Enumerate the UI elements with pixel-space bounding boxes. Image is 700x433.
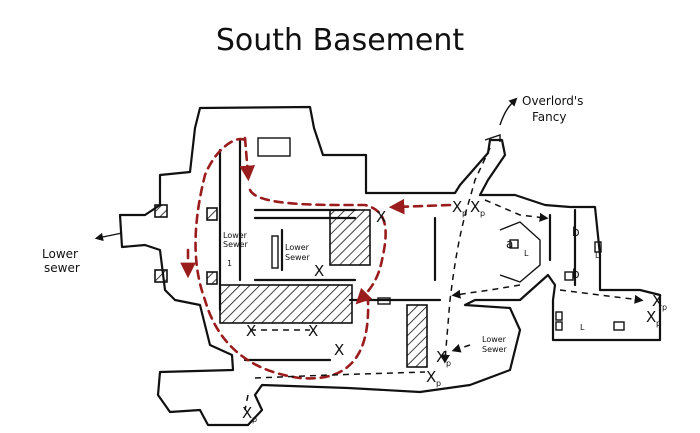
svg-text:p: p — [446, 359, 451, 368]
lower-sewer-west-label-line2: sewer — [44, 261, 80, 275]
marker-one: 1 — [227, 259, 232, 268]
svg-text:X: X — [426, 368, 436, 386]
hatched-blocks — [154, 204, 519, 368]
marker-x-3: X — [308, 322, 318, 340]
central-pillar — [271, 235, 279, 269]
overlord-label-line2: Fancy — [532, 110, 566, 124]
svg-text:p: p — [656, 319, 661, 328]
marker-room-l-2: L — [580, 323, 585, 332]
door-marker-south — [377, 297, 391, 305]
pillar-sw — [154, 269, 168, 283]
lower-sewer-inner-label-line1: Lower — [285, 243, 310, 252]
map-markers: X X X X X X p X p X p X p X p X p X p — [227, 198, 667, 424]
lower-sewer-south-label-line1: Lower — [482, 335, 507, 344]
north-alcove — [257, 137, 291, 157]
interior-walls — [218, 137, 577, 362]
pillar-w1 — [206, 207, 218, 221]
detail-block-3 — [613, 321, 625, 331]
marker-room-b: b — [572, 225, 580, 239]
detail-block-2 — [555, 321, 563, 331]
svg-text:X: X — [646, 308, 656, 326]
black-route — [244, 147, 644, 411]
marker-room-b-2: b — [572, 267, 580, 281]
marker-room-l-3: L — [524, 249, 529, 258]
marker-xp-1: X p X p — [452, 198, 485, 218]
map-title: South Basement — [216, 23, 464, 58]
svg-text:p: p — [462, 209, 467, 218]
svg-text:p: p — [480, 209, 485, 218]
room-details — [555, 241, 625, 331]
svg-text:X: X — [470, 198, 480, 216]
marker-x-1: X — [376, 208, 386, 226]
east-arch — [499, 221, 541, 283]
detail-block-4 — [594, 241, 602, 253]
pillar-w2 — [206, 271, 218, 285]
svg-text:X: X — [436, 348, 446, 366]
svg-text:p: p — [252, 415, 257, 424]
detail-block-1 — [555, 311, 563, 321]
hatched-slab-central — [329, 209, 371, 266]
marker-xp-6: X p — [646, 308, 661, 328]
pillar-nw — [154, 204, 168, 218]
marker-x-2: X — [246, 322, 256, 340]
svg-text:X: X — [452, 198, 462, 216]
marker-xp-4: X p — [242, 404, 257, 424]
marker-x-4: X — [334, 341, 344, 359]
lower-sewer-south-label-line2: Sewer — [482, 345, 507, 354]
svg-text:X: X — [242, 404, 252, 422]
hatched-slab-west — [219, 284, 353, 324]
lower-sewer-west-label-line1: Lower — [42, 247, 78, 261]
detail-block-5 — [564, 271, 574, 281]
marker-xp-2: X p — [436, 348, 451, 368]
marker-xp-3: X p — [426, 368, 441, 388]
overlord-label-line1: Overlord's — [522, 94, 583, 108]
marker-xp-5: X p — [652, 292, 667, 312]
hatched-slab-south — [406, 304, 428, 368]
outer-walls — [118, 105, 662, 427]
red-route — [180, 136, 452, 380]
overlord-arrow — [499, 97, 518, 126]
lower-sewer-small-label-line2: Sewer — [223, 240, 248, 249]
marker-room-a: a — [506, 237, 513, 251]
small-block — [509, 239, 519, 249]
marker-room-l-1: L — [595, 251, 600, 260]
lower-sewer-inner-label-line2: Sewer — [285, 253, 310, 262]
svg-text:X: X — [652, 292, 662, 310]
svg-text:p: p — [662, 303, 667, 312]
marker-x-5: X — [314, 262, 324, 280]
svg-text:p: p — [436, 379, 441, 388]
lower-sewer-small-label-line1: Lower — [223, 231, 248, 240]
lower-sewer-west-arrow — [94, 232, 123, 242]
map-labels: Overlord's Fancy Lower sewer Lower Sewer… — [42, 94, 583, 354]
